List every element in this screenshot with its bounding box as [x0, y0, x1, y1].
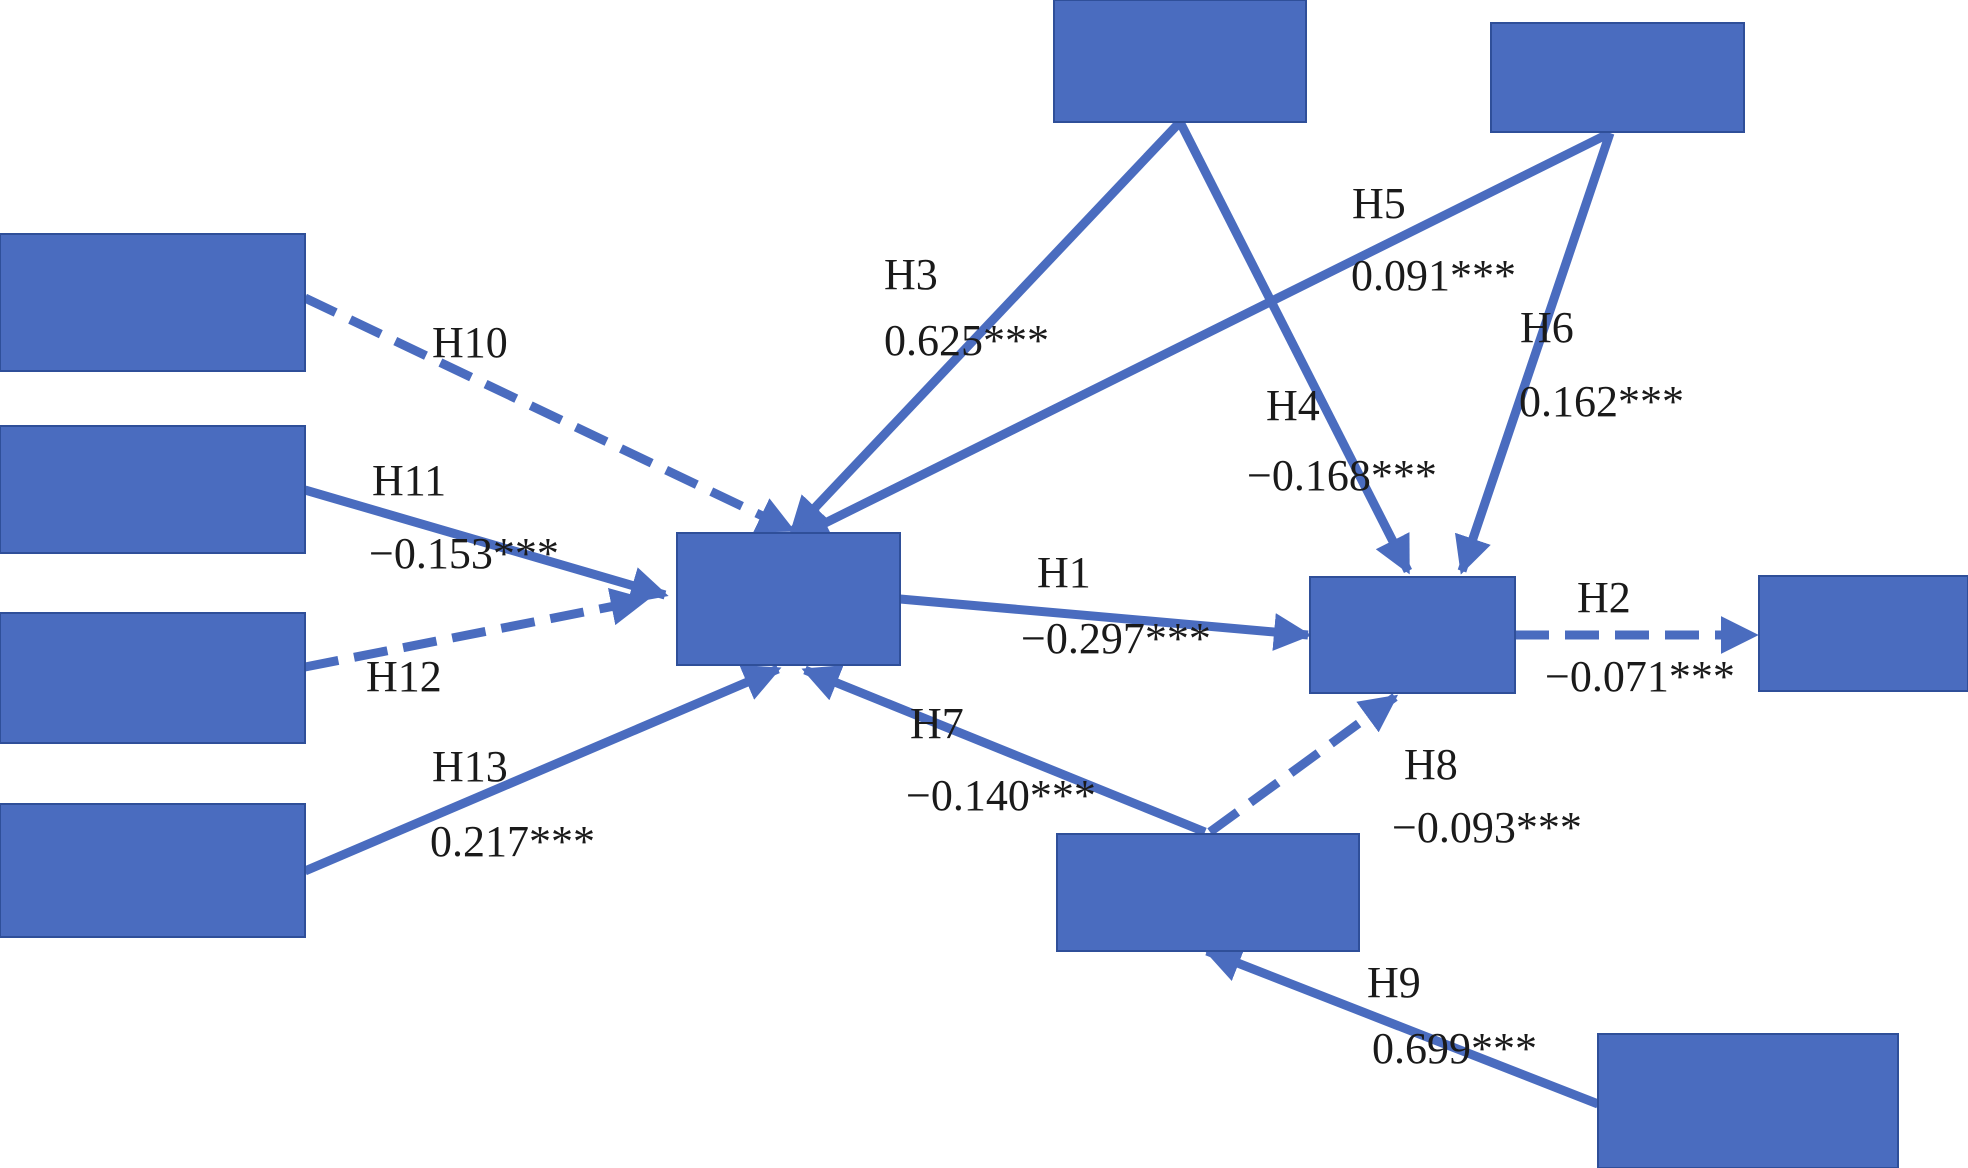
label-h11-coef: −0.153***: [369, 529, 559, 578]
node-left-4: [0, 803, 306, 938]
label-h13-coef: 0.217***: [430, 817, 595, 866]
label-h5-coef: 0.091***: [1351, 251, 1516, 300]
label-h6-id: H6: [1520, 303, 1574, 352]
label-h6-coef: 0.162***: [1519, 377, 1684, 426]
edge-h1: [899, 594, 1312, 651]
label-h5-id: H5: [1352, 179, 1406, 228]
label-h4-coef: −0.168***: [1247, 451, 1437, 500]
label-h12-id: H12: [366, 652, 442, 701]
label-h3-id: H3: [884, 250, 938, 299]
edge-h11: [303, 485, 669, 604]
label-h1-coef: −0.297***: [1021, 614, 1211, 663]
label-h2-coef: −0.071***: [1545, 652, 1735, 701]
edge-h4: [1175, 119, 1413, 575]
edge-h6: [1454, 131, 1615, 575]
edge-h5: [791, 128, 1613, 543]
node-bottom-center: [1056, 833, 1360, 952]
node-left-3: [0, 612, 306, 744]
node-left-1: [0, 233, 306, 372]
edge-h10: [303, 293, 796, 535]
label-h7-id: H7: [910, 699, 964, 748]
node-far-right: [1758, 575, 1968, 692]
edge-h13: [303, 664, 782, 876]
label-h9-coef: 0.699***: [1372, 1024, 1537, 1073]
edge-h12: [304, 588, 649, 672]
label-h3-coef: 0.625***: [884, 316, 1049, 365]
label-h7-coef: −0.140***: [906, 771, 1096, 820]
node-top-2: [1490, 22, 1745, 133]
labels: H10 H11 −0.153*** H12 H13 0.217*** H3 0.…: [366, 179, 1735, 1073]
edges: [303, 118, 1759, 1109]
edge-h9: [1203, 945, 1600, 1109]
edge-h3: [788, 118, 1184, 536]
node-left-2: [0, 425, 306, 554]
label-h1-id: H1: [1037, 548, 1091, 597]
label-h9-id: H9: [1367, 958, 1421, 1007]
label-h13-id: H13: [432, 742, 508, 791]
label-h10-id: H10: [432, 318, 508, 367]
label-h8-coef: −0.093***: [1392, 803, 1582, 852]
node-bottom-right: [1597, 1033, 1899, 1168]
label-h4-id: H4: [1266, 381, 1320, 430]
label-h2-id: H2: [1577, 573, 1631, 622]
label-h8-id: H8: [1404, 740, 1458, 789]
node-top-1: [1053, 0, 1307, 123]
edge-h8: [1207, 693, 1399, 836]
node-mid-right: [1309, 576, 1516, 694]
node-center: [676, 532, 901, 666]
label-h11-id: H11: [372, 456, 446, 505]
edge-h7: [801, 665, 1207, 837]
